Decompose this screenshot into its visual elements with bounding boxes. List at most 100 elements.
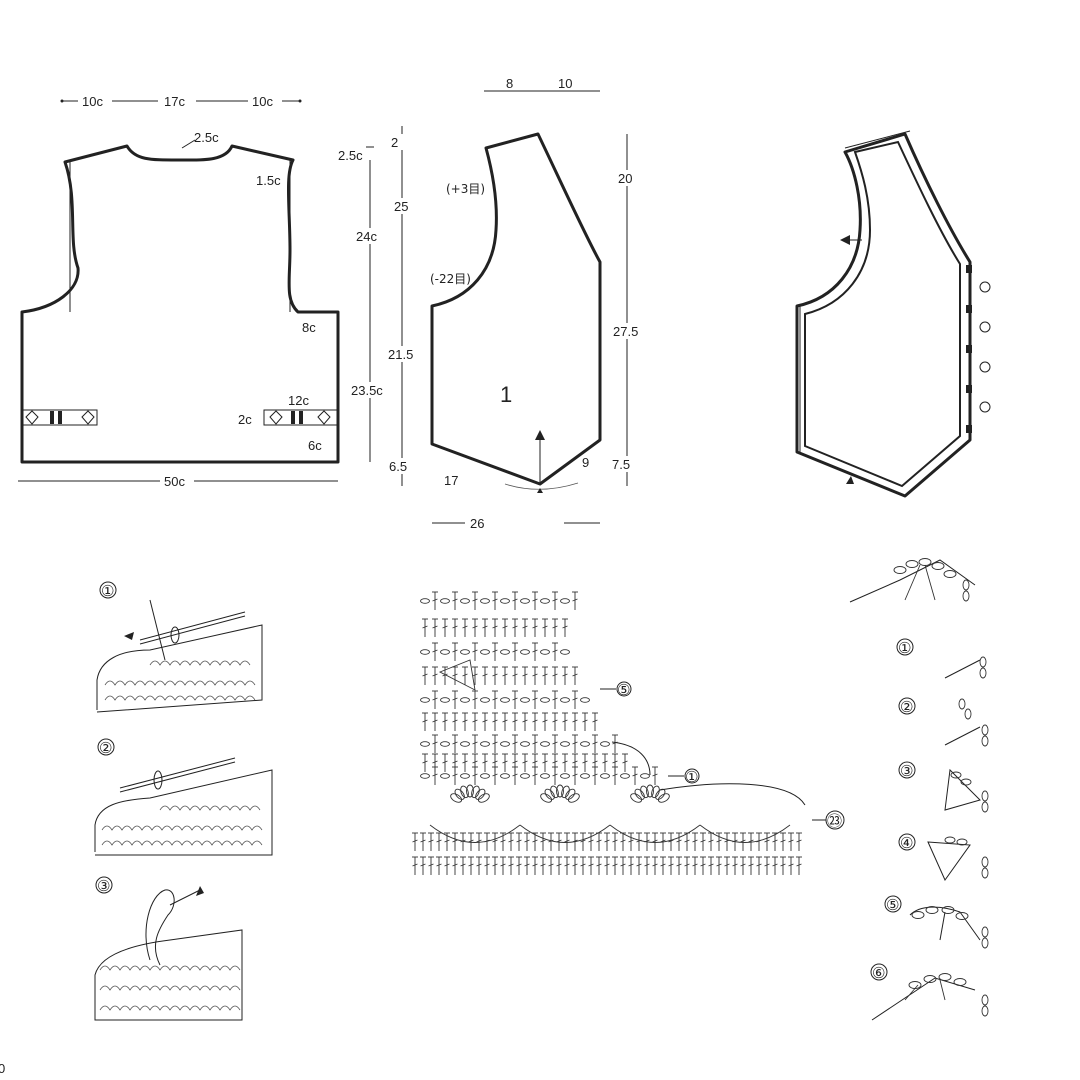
stitch-symbol [579, 856, 587, 876]
stitch-symbol [507, 832, 515, 852]
stitch-symbol [431, 618, 439, 638]
chain-symbol [480, 741, 490, 747]
front-left-h4: 6.5 [389, 459, 407, 474]
chain-symbol [540, 598, 550, 604]
stitch-symbol [501, 618, 509, 638]
stitch-symbol [631, 766, 639, 786]
back-belt-width: 2c [238, 412, 252, 427]
chain-symbol [460, 741, 470, 747]
stitch-symbol [603, 832, 611, 852]
fan-petal [646, 784, 654, 798]
stitch-symbol [491, 618, 499, 638]
fan-petal [550, 785, 559, 799]
stitch-symbol [551, 642, 559, 662]
stitch-symbol [571, 690, 579, 710]
stitch-symbol [531, 666, 539, 686]
stitch-symbol [499, 856, 507, 876]
stitch-symbol [421, 666, 429, 686]
chart-ref-row23: ㉓ [827, 812, 842, 830]
stitch-symbol [471, 690, 479, 710]
chain-symbol [480, 598, 490, 604]
chain-symbol [560, 649, 570, 655]
edging-step-3: ③ [900, 762, 913, 780]
back-armhole-height: 24c [356, 229, 377, 244]
stitch-symbol [541, 753, 549, 773]
chain-symbol [560, 598, 570, 604]
chain-symbol [540, 697, 550, 703]
back-panel: 10c 17c 10c 2.5c 1.5c 8c 12c 2c 6c 50c 2… [18, 93, 390, 489]
stitch-symbol [471, 766, 479, 786]
stitch-symbol [521, 753, 529, 773]
stitch-symbol [539, 856, 547, 876]
stitch-symbol [551, 690, 559, 710]
stitch-symbol [501, 666, 509, 686]
stitch-symbol [707, 832, 715, 852]
stitch-symbol [531, 618, 539, 638]
stitch-symbol [511, 642, 519, 662]
step-1-fabric [96, 599, 263, 713]
stitch-symbol [427, 832, 435, 852]
stitch-symbol [515, 832, 523, 852]
chain-symbol [560, 741, 570, 747]
front-bottom-width: 26 [470, 516, 484, 531]
stitch-symbol [771, 856, 779, 876]
stitch-symbol [715, 856, 723, 876]
stitch-symbol [427, 856, 435, 876]
stitch-symbol [471, 712, 479, 732]
chain-symbol [460, 697, 470, 703]
stitch-symbol [523, 856, 531, 876]
chain-symbol [580, 773, 590, 779]
front-increase-note: (+3目) [446, 182, 485, 196]
stitch-symbol [691, 856, 699, 876]
fan-petal [651, 785, 660, 799]
back-neck-depth: 2.5c [194, 130, 219, 145]
chain-symbol [560, 697, 570, 703]
stitch-symbol [561, 618, 569, 638]
edging-step-4: ④ [900, 834, 913, 852]
stitch-symbol [491, 832, 499, 852]
stitch-symbol [611, 856, 619, 876]
fan-petal [460, 785, 469, 799]
stitch-symbol [691, 832, 699, 852]
chain-symbol [500, 598, 510, 604]
stitch-symbol [611, 766, 619, 786]
stitch-symbol [421, 618, 429, 638]
steps-illustration: ① ② ③ [94, 581, 273, 1021]
stitch-symbol [431, 734, 439, 754]
stitch-symbol [471, 642, 479, 662]
stitch-symbol [551, 734, 559, 754]
stitch-symbol [491, 712, 499, 732]
stitch-symbol [581, 753, 589, 773]
fan-arc [699, 824, 791, 843]
stitch-symbol [431, 766, 439, 786]
stitch-symbol [539, 832, 547, 852]
fan-petal [477, 793, 490, 803]
stitch-symbol [435, 832, 443, 852]
chain-symbol [580, 697, 590, 703]
stitch-symbol [747, 856, 755, 876]
chain-symbol [540, 649, 550, 655]
stitch-symbol [531, 712, 539, 732]
step-3-label: ③ [97, 877, 110, 895]
step-3-fabric [94, 886, 243, 1021]
front-finished [795, 130, 991, 498]
stitch-symbol [491, 856, 499, 876]
stitch-symbol [511, 591, 519, 611]
fan-petal [454, 788, 465, 800]
stitch-symbol [763, 856, 771, 876]
stitch-symbol [491, 666, 499, 686]
front-left-h1: 2 [391, 135, 398, 150]
fan-petal [565, 788, 576, 800]
chain-symbol [420, 649, 430, 655]
stitch-symbol [481, 753, 489, 773]
back-width-left: 10c [82, 94, 103, 109]
stitch-symbol [621, 753, 629, 773]
chart-references: ⑤ ① ㉓ [600, 681, 845, 830]
back-belt-length: 12c [288, 393, 309, 408]
stitch-symbol [563, 856, 571, 876]
stitch-symbol [541, 712, 549, 732]
stitch-symbol [421, 753, 429, 773]
chain-symbol [640, 773, 650, 779]
chain-symbol [500, 697, 510, 703]
stitch-symbol [581, 712, 589, 732]
